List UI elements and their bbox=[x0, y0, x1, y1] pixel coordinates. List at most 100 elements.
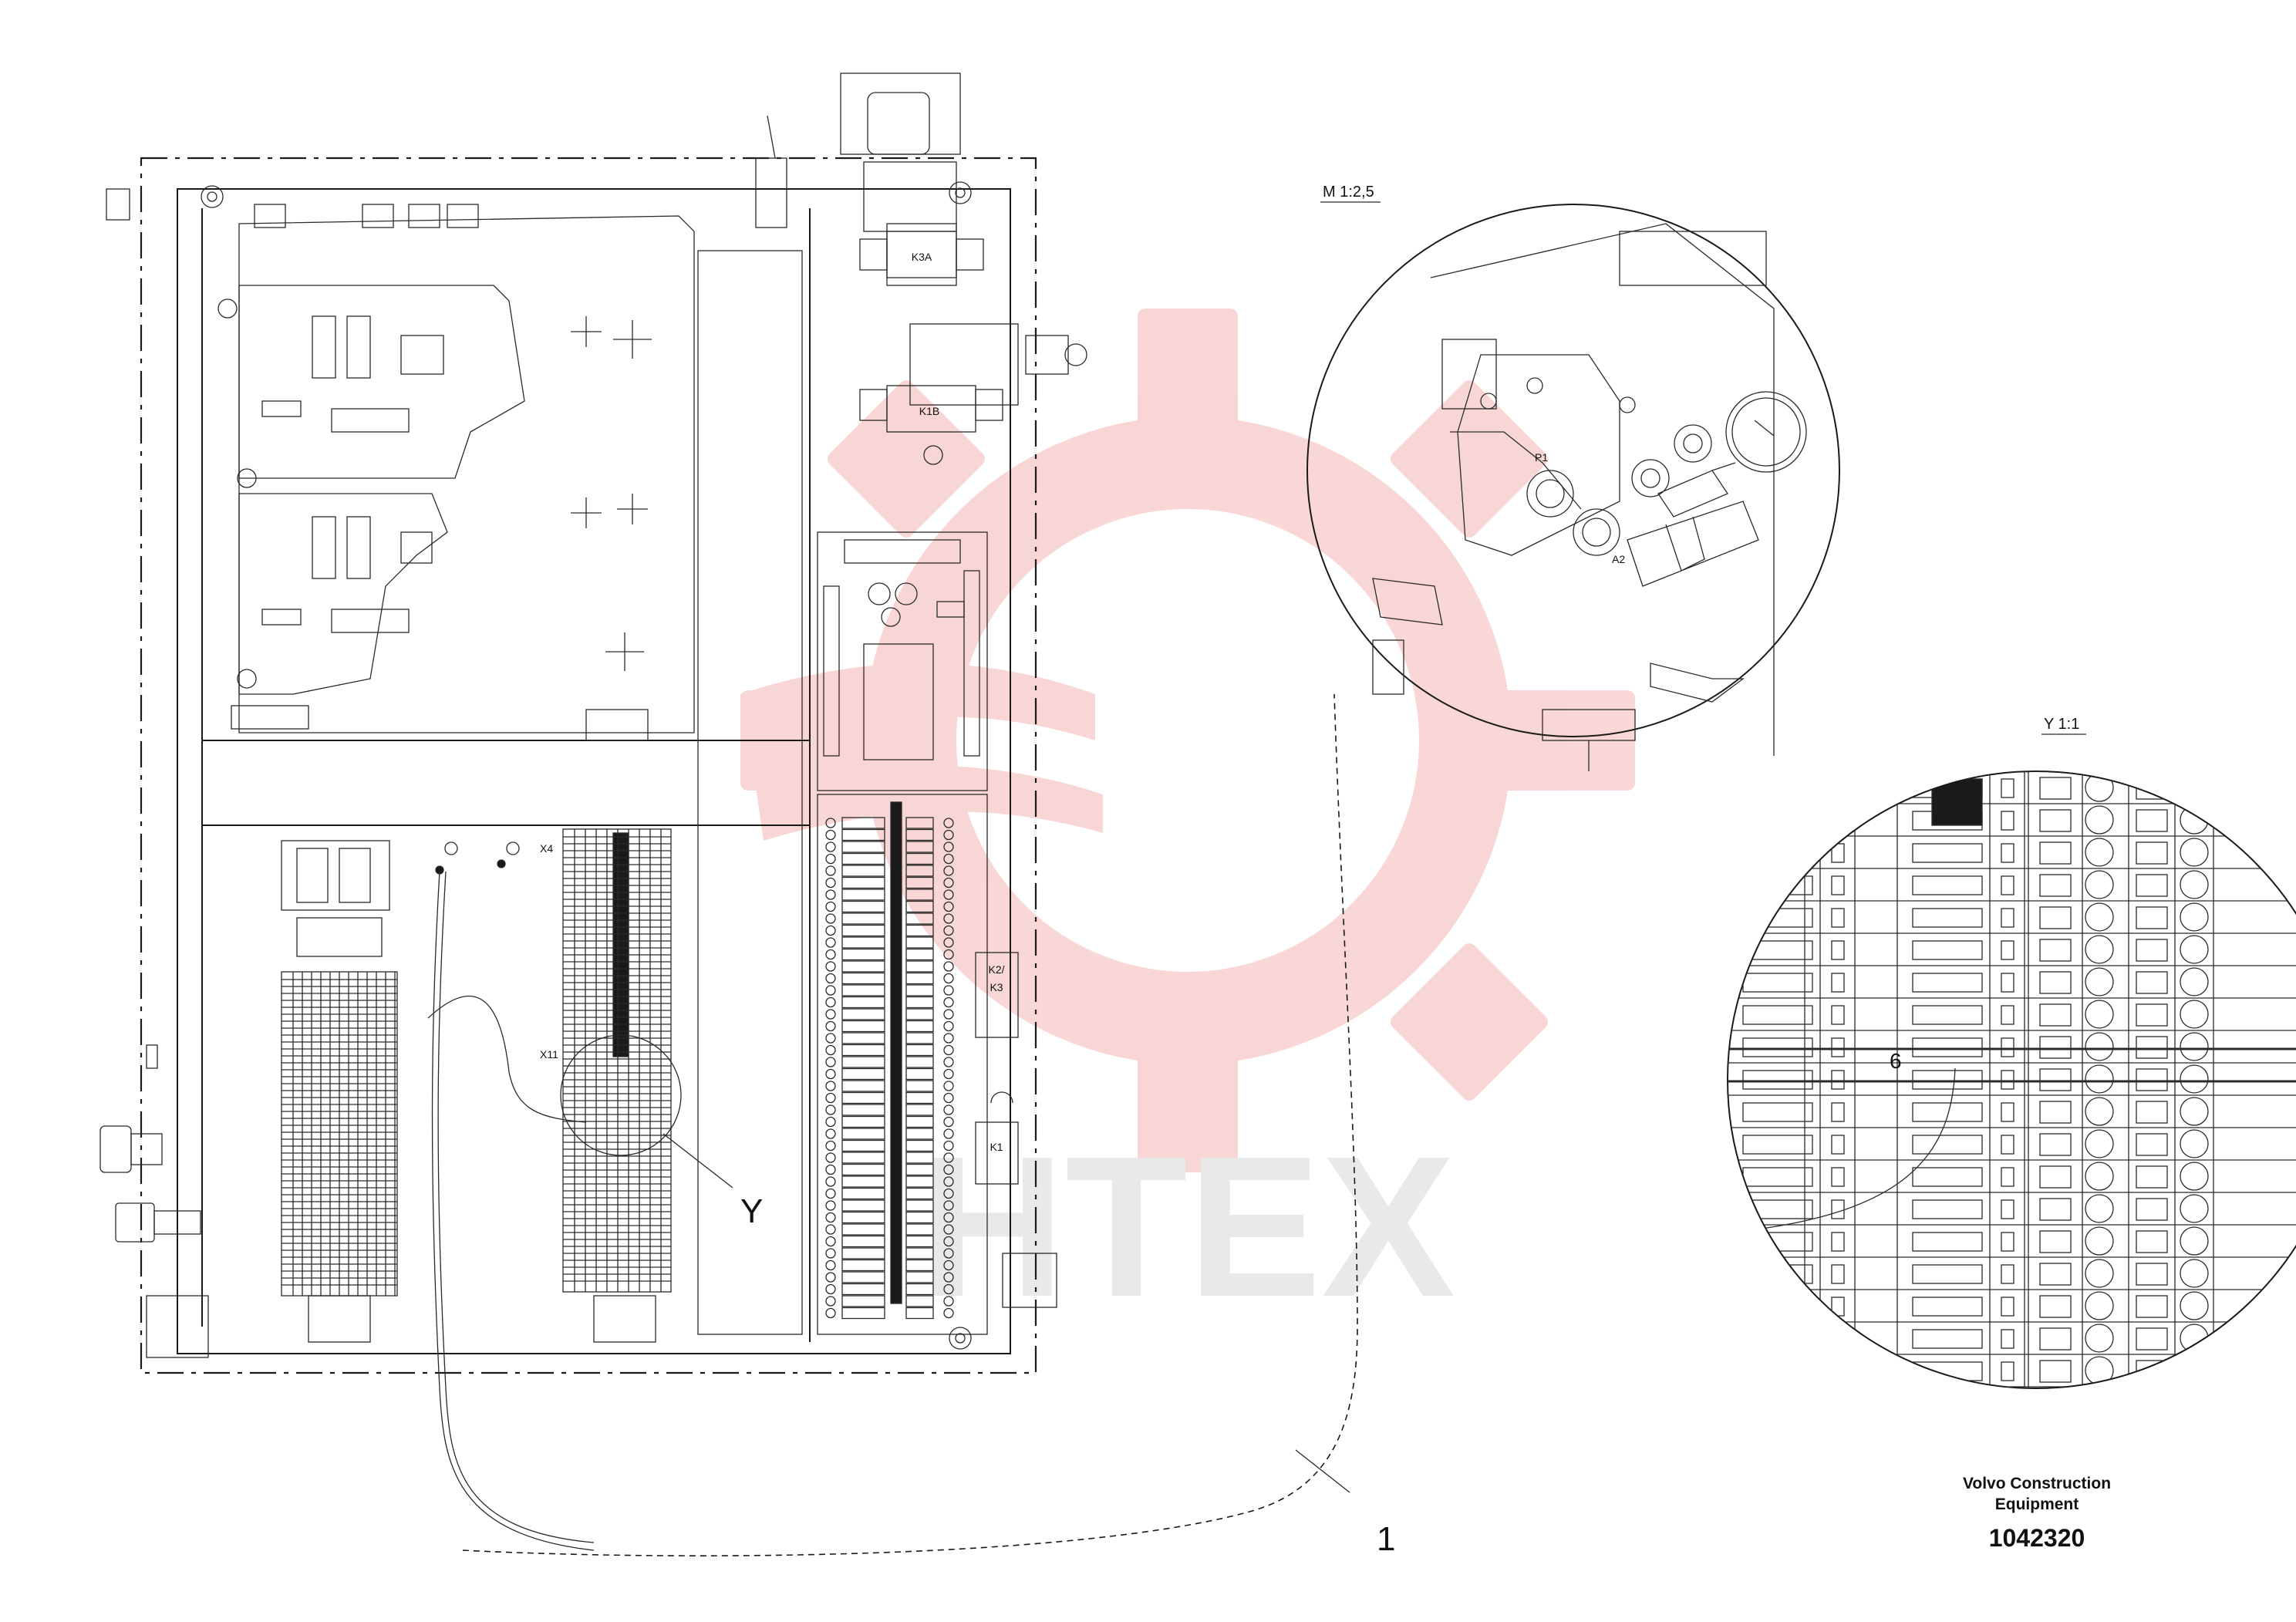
terminal-label-slot bbox=[1742, 1005, 1813, 1025]
fuse-terminal bbox=[825, 1176, 836, 1187]
screw-terminal bbox=[2085, 935, 2114, 964]
terminal-slot bbox=[2001, 875, 2014, 895]
terminal-slot bbox=[1831, 1070, 1845, 1090]
fuse-slot bbox=[905, 876, 934, 889]
screw-terminal bbox=[2085, 1064, 2114, 1094]
terminal-slot bbox=[2001, 1394, 2014, 1413]
terminal-slot bbox=[2001, 1264, 2014, 1284]
fuse-terminal bbox=[825, 1140, 836, 1152]
screw-terminal bbox=[2085, 1226, 2114, 1256]
fuse-terminal bbox=[943, 1272, 954, 1283]
relay-k3a-label: K3A bbox=[912, 251, 932, 263]
terminal-label-slot bbox=[1742, 973, 1813, 993]
fuse-slot bbox=[905, 900, 934, 913]
terminal-label-slot bbox=[1912, 1199, 1983, 1219]
fuse-label-slot bbox=[841, 1223, 885, 1236]
terminal-slot bbox=[2001, 1199, 2014, 1219]
item-1-callout: 1 bbox=[1377, 1520, 1395, 1558]
company-name-line2: Equipment bbox=[1995, 1496, 2079, 1513]
screw-slot bbox=[2039, 1360, 2072, 1383]
screw-slot bbox=[2039, 1003, 2072, 1027]
screw-slot bbox=[2039, 777, 2072, 800]
terminal-label-slot bbox=[1912, 1361, 1983, 1381]
fuse-terminal bbox=[825, 1248, 836, 1259]
fuse-slot bbox=[905, 1115, 934, 1128]
terminal-slot bbox=[1831, 1361, 1845, 1381]
wire bbox=[1728, 1067, 1956, 1235]
terminal-slot bbox=[1831, 1005, 1845, 1025]
fuse-terminal bbox=[943, 1296, 954, 1307]
relay-k1b: K1B bbox=[859, 323, 1087, 433]
fuse-slot bbox=[905, 1187, 934, 1200]
screw-slot bbox=[2136, 939, 2168, 962]
fuse-label-slot bbox=[841, 1307, 885, 1320]
fuse-slot bbox=[905, 1139, 934, 1152]
screw-terminal bbox=[2085, 1032, 2114, 1061]
fuse-label-slot bbox=[841, 841, 885, 853]
fuse-terminal bbox=[943, 1057, 954, 1067]
fuse-label-slot bbox=[841, 960, 885, 973]
fuse-terminal bbox=[825, 1033, 836, 1044]
fuse-terminal bbox=[825, 1020, 836, 1032]
fuse-terminal bbox=[825, 1128, 836, 1139]
fuse-label-slot bbox=[841, 865, 885, 877]
fuse-terminal bbox=[825, 1009, 836, 1020]
fuse-label-slot bbox=[841, 924, 885, 937]
fuse-terminal bbox=[943, 1188, 954, 1199]
terminal-slot bbox=[1832, 1394, 1844, 1413]
screw-terminal bbox=[2180, 1226, 2209, 1256]
fuse-label-slot bbox=[841, 1104, 885, 1116]
fuse-slot bbox=[905, 1091, 934, 1104]
terminal-label-slot bbox=[1912, 1264, 1983, 1284]
screw-slot bbox=[2136, 1198, 2168, 1221]
fuse-slot bbox=[905, 960, 934, 973]
terminal-slot bbox=[1831, 875, 1845, 895]
fuse-slot bbox=[905, 1104, 934, 1116]
screw-terminal bbox=[2180, 1194, 2209, 1223]
screw-slot bbox=[2039, 1133, 2072, 1156]
fuse-slot bbox=[905, 889, 934, 901]
fuse-label-slot bbox=[841, 1295, 885, 1307]
terminal-slot bbox=[2001, 1135, 2014, 1155]
fuse-terminal bbox=[825, 985, 836, 996]
fuse-label-slot bbox=[841, 1128, 885, 1140]
fuse-terminal bbox=[943, 841, 954, 852]
fuse-terminal bbox=[943, 1128, 954, 1139]
fuse-slot bbox=[905, 948, 934, 961]
terminal-slot bbox=[2001, 1005, 2014, 1025]
terminal-label-slot bbox=[1742, 1297, 1813, 1317]
fuse-terminal bbox=[825, 1236, 836, 1247]
fuse-terminal bbox=[943, 1224, 954, 1235]
relay-k1-label: K1 bbox=[990, 1141, 1003, 1153]
fuse-slot bbox=[905, 1199, 934, 1212]
terminal-label-slot bbox=[1742, 1329, 1813, 1349]
screw-terminal bbox=[2085, 1000, 2114, 1029]
fuse-label-slot bbox=[841, 1235, 885, 1248]
fuse-label-slot bbox=[841, 1139, 885, 1152]
fuse-label-slot bbox=[841, 1175, 885, 1188]
screw-slot bbox=[2136, 1101, 2168, 1124]
terminal-label-slot bbox=[1912, 908, 1983, 928]
screw-terminal bbox=[2085, 902, 2114, 932]
screw-terminal bbox=[2085, 870, 2114, 899]
screw-slot bbox=[2136, 1133, 2168, 1156]
fuse-label-slot bbox=[841, 889, 885, 901]
screw-terminal bbox=[2180, 1097, 2209, 1126]
fuse-terminal bbox=[943, 1081, 954, 1091]
fuse-terminal bbox=[825, 865, 836, 876]
fuse-terminal bbox=[943, 1020, 954, 1032]
fuse-slot bbox=[905, 1283, 934, 1296]
terminal-label-slot bbox=[1742, 843, 1813, 863]
fuse-label-slot bbox=[841, 876, 885, 889]
terminal-label-slot bbox=[1912, 1070, 1983, 1090]
fuse-terminal bbox=[943, 1009, 954, 1020]
fuse-terminal bbox=[943, 889, 954, 900]
fuse-terminal bbox=[825, 913, 836, 924]
terminal-label-slot bbox=[1742, 1135, 1813, 1155]
screw-terminal bbox=[2085, 838, 2114, 867]
fuse-terminal bbox=[825, 889, 836, 900]
screw-terminal bbox=[2180, 870, 2209, 899]
part-number: 1042320 bbox=[1989, 1524, 2085, 1552]
fuse-label-slot bbox=[841, 1080, 885, 1092]
fuse-terminal bbox=[943, 829, 954, 841]
